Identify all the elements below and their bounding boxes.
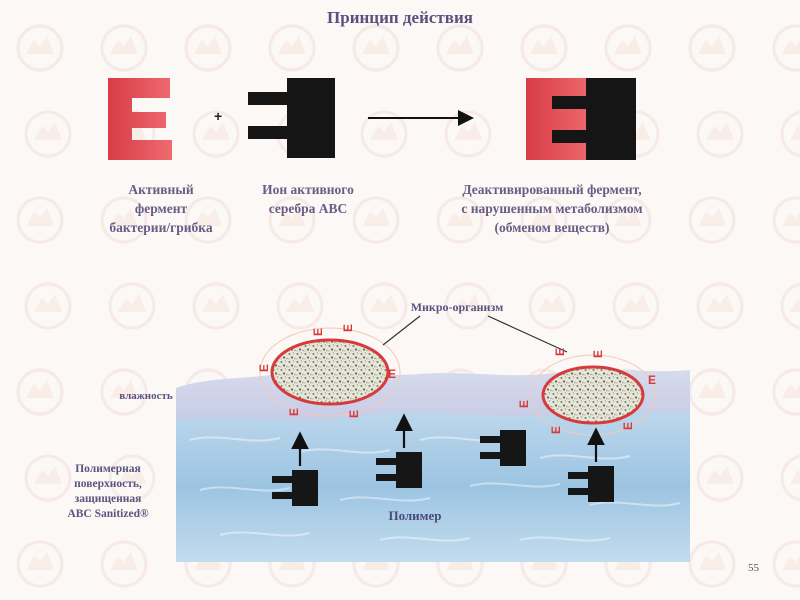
protected-surface-label: Полимерная поверхность, защищенная ABC S… [50, 462, 166, 522]
moisture-label: влажность [96, 390, 196, 402]
small-enzyme-letter: E [311, 328, 325, 336]
caption-deactivated-enzyme: Деактивированный фермент, с нарушенным м… [424, 180, 680, 237]
plus-sign: + [214, 108, 222, 124]
small-enzyme-letter: E [517, 400, 531, 408]
caption-active-enzyme: Активный фермент бактерии/грибка [96, 180, 226, 237]
pointer-line-left [383, 316, 420, 345]
small-enzyme-letter: E [341, 324, 355, 332]
active-enzyme-icon [108, 78, 172, 160]
small-enzyme-letter: E [257, 364, 271, 372]
microorganism-label: Микро-организм [392, 300, 522, 315]
polymer-label: Полимер [370, 508, 460, 524]
silver-ion-icon [248, 78, 335, 158]
page-number: 55 [748, 562, 759, 574]
small-enzyme-letter: E [287, 408, 301, 416]
caption-silver-ion: Ион активного серебра ABC [250, 180, 366, 218]
small-enzyme-letter: E [621, 422, 635, 430]
microorganism-right [531, 355, 655, 435]
small-enzyme-letter: E [347, 410, 361, 418]
small-enzyme-letter: E [553, 348, 567, 356]
pointer-line-right [488, 316, 567, 352]
small-enzyme-letter: E [549, 426, 563, 434]
small-enzyme-letter: E [648, 373, 656, 387]
deactivated-enzyme-icon [526, 78, 636, 160]
small-enzyme-letter: E [591, 350, 605, 358]
small-enzyme-letter: E [388, 367, 396, 381]
